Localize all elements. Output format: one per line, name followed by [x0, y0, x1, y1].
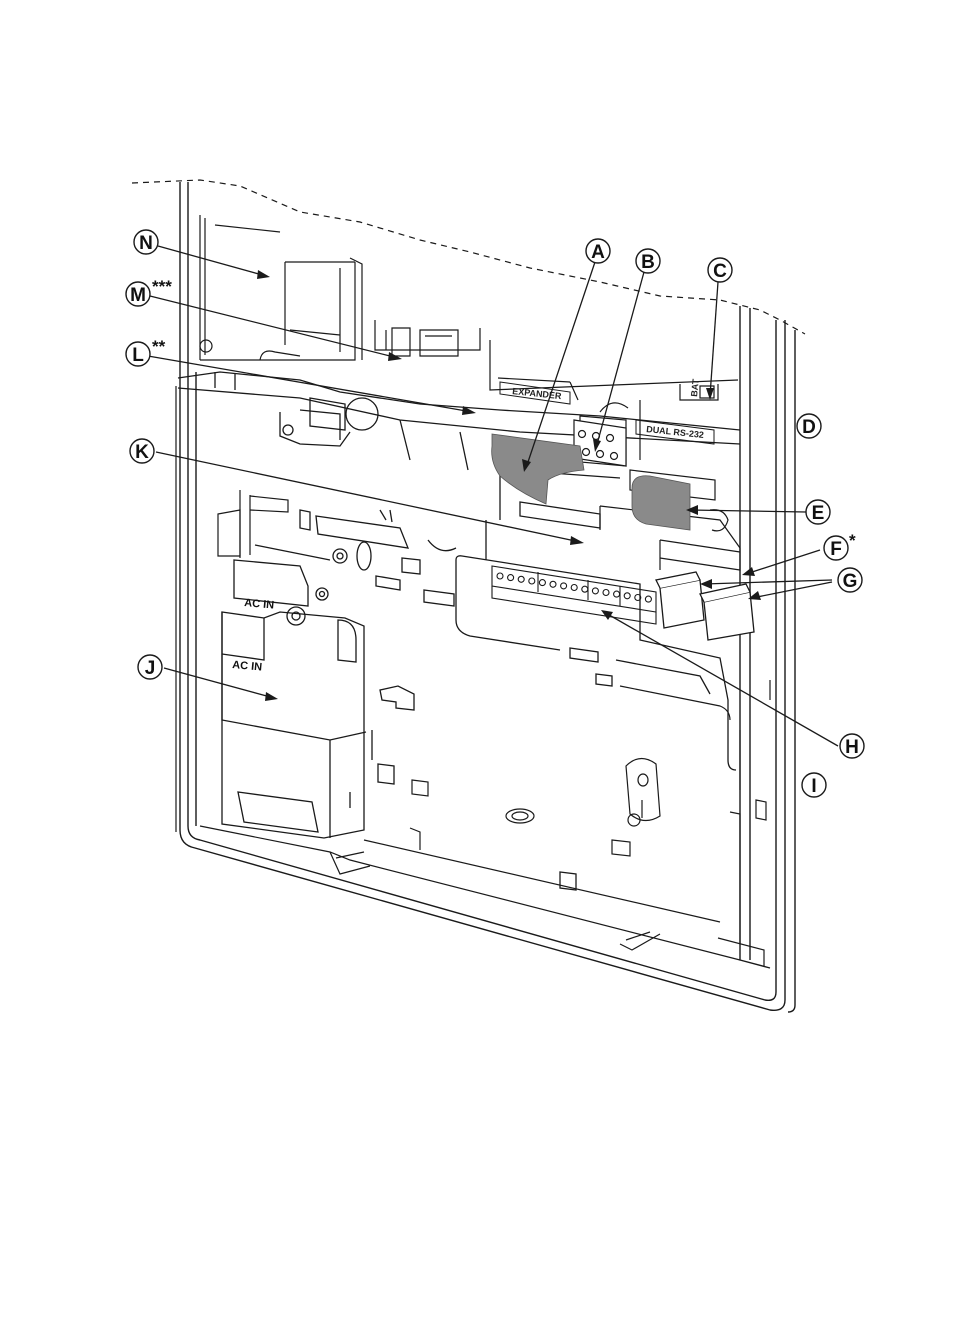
terminal-screw — [561, 583, 567, 589]
terminal-screw — [614, 591, 620, 597]
main-circuit-board — [300, 470, 736, 890]
terminal-screw — [508, 575, 514, 581]
ribbon-cable-left — [492, 434, 584, 504]
terminal-screw — [550, 581, 556, 587]
terminal-screw — [592, 588, 598, 594]
svg-text:*: * — [849, 531, 856, 550]
terminal-screw — [624, 593, 630, 599]
callout-l: L ** — [126, 337, 166, 366]
svg-text:H: H — [845, 737, 859, 758]
callout-k: K — [130, 439, 154, 463]
svg-text:**: ** — [152, 337, 166, 356]
svg-text:B: B — [641, 252, 655, 273]
svg-text:***: *** — [152, 277, 172, 296]
terminal-screw — [603, 590, 609, 596]
callout-m: M *** — [126, 277, 172, 306]
callout-j: J — [138, 655, 162, 679]
terminal-screw — [518, 576, 524, 582]
ac-in-upper-label: AC IN — [244, 597, 275, 612]
bat-label: BAT — [689, 378, 701, 397]
svg-text:F: F — [830, 539, 842, 560]
svg-text:A: A — [591, 242, 605, 263]
callout-f: F * — [824, 531, 856, 560]
svg-text:N: N — [139, 233, 153, 254]
terminal-screw — [497, 573, 503, 579]
terminal-screw — [645, 596, 651, 602]
svg-text:L: L — [132, 345, 144, 366]
svg-text:G: G — [843, 571, 858, 592]
callout-n: N — [134, 230, 158, 254]
svg-text:K: K — [135, 442, 149, 463]
callout-a: A — [586, 239, 610, 263]
upper-rear-area — [200, 215, 738, 400]
terminal-screw — [539, 580, 545, 586]
callout-h: H — [840, 734, 864, 758]
dual-rs232-label: DUAL RS-232 — [646, 424, 705, 440]
callout-d: D — [797, 414, 821, 438]
svg-text:I: I — [811, 776, 816, 797]
callout-e: E — [806, 500, 830, 524]
svg-text:M: M — [130, 285, 146, 306]
terminal-blocks — [492, 566, 656, 624]
terminal-screw — [582, 586, 588, 592]
tray-top-edge — [178, 372, 740, 470]
svg-text:C: C — [713, 261, 727, 282]
svg-text:E: E — [812, 503, 825, 524]
cover-dashed-outline — [132, 180, 805, 334]
callout-g: G — [838, 568, 862, 592]
callout-b: B — [636, 249, 660, 273]
ribbon-cable-right — [632, 476, 690, 530]
callout-i: I — [802, 773, 826, 797]
svg-text:D: D — [802, 417, 816, 438]
terminal-screw — [529, 578, 535, 584]
callout-c: C — [708, 258, 732, 282]
svg-text:J: J — [145, 658, 156, 679]
terminal-screw — [571, 585, 577, 591]
